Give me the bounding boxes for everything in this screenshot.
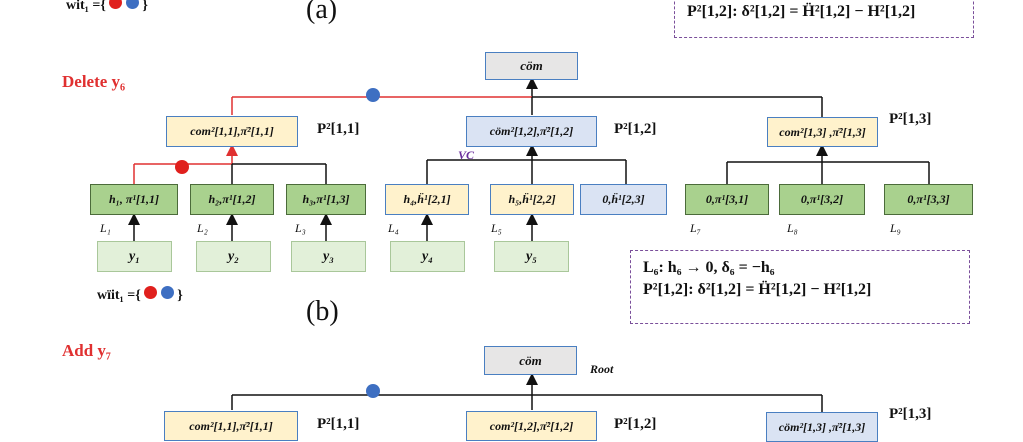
root-com-box: cöm bbox=[485, 52, 578, 80]
top-witness: wit₁ ={ } bbox=[66, 0, 148, 14]
leaf-y1: y₁ bbox=[97, 241, 172, 272]
level1-node-5: h₅,ḧ¹[2,2] bbox=[490, 184, 574, 215]
level2-label-3: P²[1,3] bbox=[889, 111, 932, 127]
section-delete-title: Delete y₆ bbox=[62, 72, 126, 91]
level2-label-1: P²[1,1] bbox=[317, 121, 360, 137]
level1-node-1: h₁, π¹[1,1] bbox=[90, 184, 178, 215]
caption-a: (a) bbox=[306, 0, 338, 25]
root-com-box-c: cöm bbox=[484, 346, 577, 375]
leaf-label-3: L₃ bbox=[295, 221, 306, 235]
equation-box-b: L₆: h₆ → 0, δ₆ = −h₆ P²[1,2]: δ²[1,2] = … bbox=[630, 250, 970, 324]
leaf-label-2: L₂ bbox=[197, 221, 208, 235]
vc-label: VC bbox=[458, 148, 475, 162]
top-equation: P²[1,2]: δ²[1,2] = Ḧ²[1,2] − H²[1,2] bbox=[687, 3, 916, 20]
caption-b: (b) bbox=[306, 296, 339, 327]
level1-node-3: h₃,π¹[1,3] bbox=[286, 184, 366, 215]
level1-node-7: 0,π¹[3,1] bbox=[685, 184, 769, 215]
level1-node-2: h₂,π¹[1,2] bbox=[190, 184, 274, 215]
level2-node-c1: com²[1,1],π̈²[1,1] bbox=[164, 411, 298, 441]
red-dot bbox=[109, 0, 123, 9]
level2-label-c2: P²[1,2] bbox=[614, 416, 657, 432]
level2-label-2: P²[1,2] bbox=[614, 121, 657, 137]
level1-node-8: 0,π¹[3,2] bbox=[779, 184, 865, 215]
leaf-label-4: L₄ bbox=[388, 221, 399, 235]
bottom-witness: wïit₁ ={ } bbox=[97, 286, 183, 303]
level2-node-2: cöm²[1,2],π̈²[1,2] bbox=[466, 116, 597, 147]
leaf-label-8: L₈ bbox=[787, 221, 798, 235]
equation-b-line1: L₆: h₆ → 0, δ₆ = −h₆ bbox=[643, 259, 775, 276]
level1-node-6: 0,ḧ¹[2,3] bbox=[580, 184, 667, 215]
leaf-label-5: L₅ bbox=[491, 221, 502, 235]
level2-node-c3: cöm²[1,3] ,π̈²[1,3] bbox=[766, 412, 878, 442]
blue-dot bbox=[160, 286, 174, 299]
level2-node-c2: com²[1,2],π̈²[1,2] bbox=[466, 411, 597, 441]
level1-node-9: 0,π¹[3,3] bbox=[884, 184, 973, 215]
section-add-title: Add y₇ bbox=[62, 341, 112, 360]
leaf-label-9: L₉ bbox=[890, 221, 901, 235]
root-label: Root bbox=[590, 362, 614, 376]
leaf-label-1: L₁ bbox=[100, 221, 111, 235]
leaf-y4: y₄ bbox=[390, 241, 465, 272]
equation-b-line2: P²[1,2]: δ²[1,2] = Ḧ²[1,2] − H²[1,2] bbox=[643, 281, 872, 298]
blue-dot bbox=[125, 0, 139, 9]
leaf-y2: y₂ bbox=[196, 241, 271, 272]
level1-node-4: h₄,ḧ¹[2,1] bbox=[385, 184, 469, 215]
level2-node-1: com²[1,1],π̈²[1,1] bbox=[166, 116, 298, 147]
top-equation-box: P²[1,2]: δ²[1,2] = Ḧ²[1,2] − H²[1,2] bbox=[674, 0, 974, 38]
leaf-y5: y₅ bbox=[494, 241, 569, 272]
level2-node-3: com²[1,3] ,π̈²[1,3] bbox=[767, 117, 878, 147]
level2-label-c3: P²[1,3] bbox=[889, 406, 932, 422]
red-dot bbox=[144, 286, 158, 299]
leaf-label-7: L₇ bbox=[690, 221, 701, 235]
leaf-y3: y₃ bbox=[291, 241, 366, 272]
level2-label-c1: P²[1,1] bbox=[317, 416, 360, 432]
